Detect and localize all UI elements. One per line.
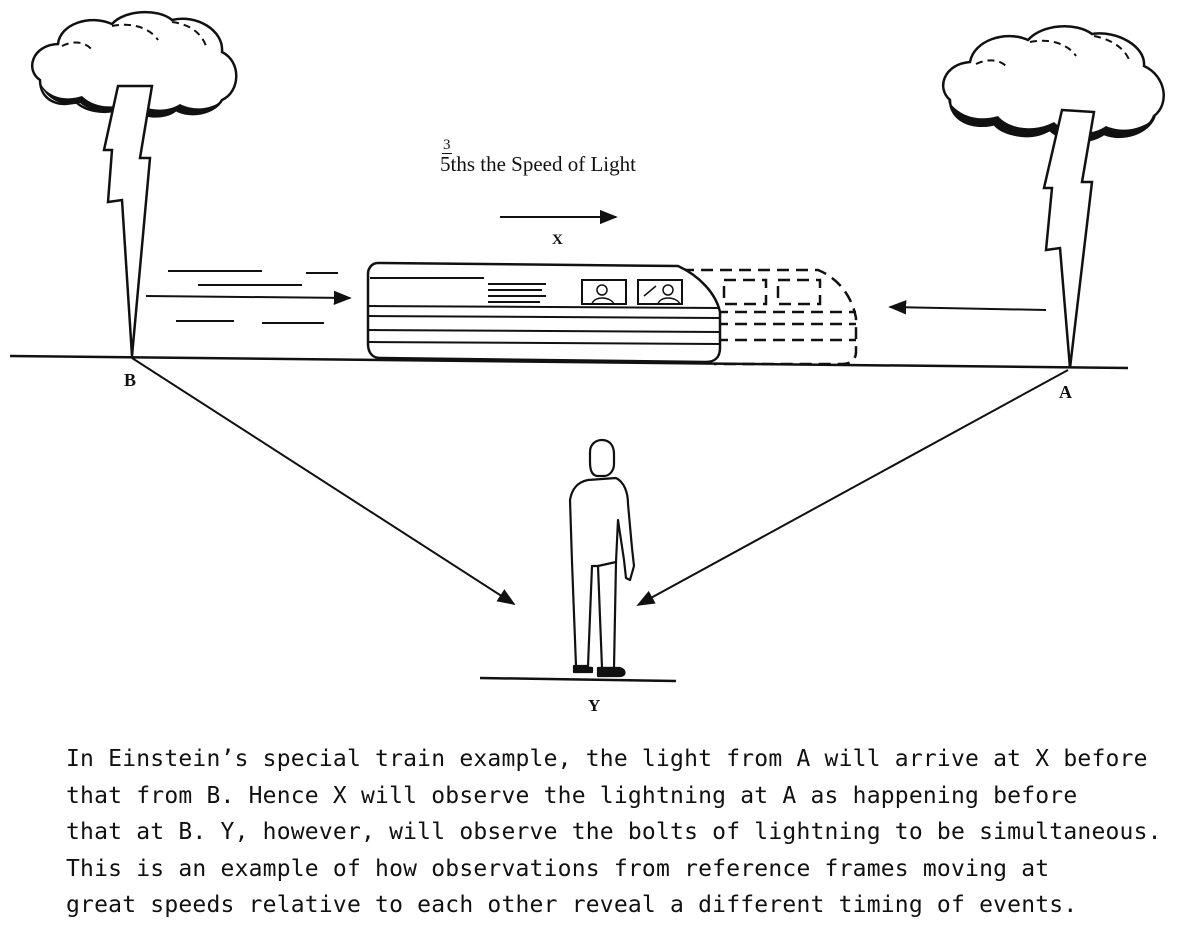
point-a-label: A	[1059, 382, 1072, 402]
observer-ground-line	[479, 676, 677, 683]
caption: In Einstein’s special train example, the…	[66, 741, 1176, 924]
arrow-icon	[636, 369, 1069, 606]
caption-line: great speeds relative to each other reve…	[66, 892, 1078, 918]
train-window	[581, 279, 627, 305]
observer-x-label: X	[552, 232, 563, 248]
cloud-icon	[30, 10, 238, 118]
speed-label: 3 5 ths the Speed of Light	[440, 138, 636, 177]
arrow-icon	[888, 300, 1047, 315]
person-icon	[568, 438, 636, 678]
speed-label-text: ths the Speed of Light	[450, 152, 636, 176]
train-icon	[366, 261, 722, 364]
caption-line: that from B. Hence X will observe the li…	[66, 782, 1078, 809]
caption-line: This is an example of how observations f…	[66, 855, 1050, 882]
speed-fraction-denominator: 5	[440, 152, 451, 176]
observer-y-label: Y	[588, 696, 600, 715]
arrow-icon	[145, 290, 352, 306]
lightning-bolt-icon	[1042, 108, 1096, 369]
cloud-icon	[941, 25, 1165, 143]
caption-line: that at B. Y, however, will observe the …	[66, 819, 1162, 845]
ground-line	[9, 354, 1129, 370]
train-diagram: B A X Y	[9, 10, 1165, 715]
point-b-label: B	[124, 370, 136, 390]
ghost-train-icon	[682, 268, 858, 366]
speed-fraction-numerator: 3	[443, 137, 451, 153]
caption-line: In Einstein’s special train example, the…	[66, 746, 1148, 772]
speed-fraction: 3 5	[440, 138, 452, 177]
motion-lines	[168, 270, 338, 324]
lightning-bolt-icon	[102, 84, 154, 357]
arrow-icon	[131, 357, 516, 605]
